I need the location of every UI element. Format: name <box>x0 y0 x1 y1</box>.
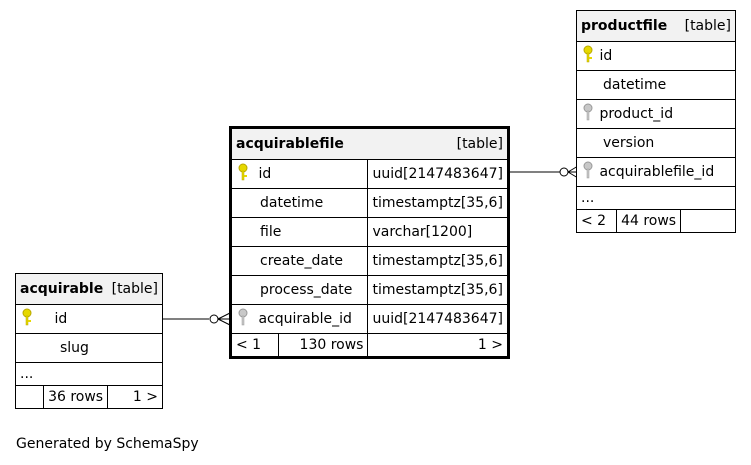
primary-key-icon <box>236 163 250 185</box>
foreign-key-icon <box>236 308 250 330</box>
column-name: version <box>603 135 655 151</box>
column-name: acquirablefile_id <box>599 164 715 180</box>
column-name: datetime <box>603 77 667 93</box>
column-type: timestamptz[35,6] <box>367 275 509 305</box>
column-name: acquirable_id <box>258 311 352 327</box>
column-row: datetime <box>576 70 736 100</box>
table-productfile: productfile [table] id datetime product_… <box>575 10 736 233</box>
column-name: id <box>258 166 272 182</box>
more-columns: ... <box>15 362 163 386</box>
foreign-key-icon <box>581 161 595 183</box>
children-count: 1 > <box>107 385 163 409</box>
column-row: id <box>576 41 736 71</box>
table-name: productfile <box>581 18 668 34</box>
primary-key-icon <box>581 45 595 67</box>
column-name: product_id <box>599 106 674 122</box>
column-name: file <box>260 224 282 240</box>
table-acquirable: acquirable [table] id slug ... 36 rows 1… <box>14 273 163 409</box>
generated-by-footer: Generated by SchemaSpy <box>16 436 199 452</box>
column-name: id <box>54 311 68 327</box>
column-row: slug <box>15 333 163 363</box>
column-row: id uuid[2147483647] <box>229 159 509 189</box>
edge-acquirablefile-acquirable <box>163 312 231 326</box>
column-type: timestamptz[35,6] <box>367 188 509 218</box>
column-name: datetime <box>260 195 324 211</box>
table-name: acquirablefile <box>236 136 344 152</box>
parents-count: < 1 <box>230 333 279 358</box>
column-name: id <box>599 48 613 64</box>
row-count: 44 rows <box>616 209 682 233</box>
row-count: 130 rows <box>277 333 369 358</box>
parents-count <box>14 385 45 409</box>
edge-productfile-acquirablefile <box>509 165 579 179</box>
column-name: slug <box>60 340 89 356</box>
column-type: uuid[2147483647] <box>367 304 509 334</box>
row-count: 36 rows <box>43 385 109 409</box>
column-row: process_date timestamptz[35,6] <box>229 275 509 305</box>
more-columns: ... <box>576 186 736 210</box>
parents-count: < 2 <box>575 209 618 233</box>
table-kind: [table] <box>684 18 731 34</box>
column-row: datetime timestamptz[35,6] <box>229 188 509 218</box>
column-name: process_date <box>260 282 353 298</box>
children-count: 1 > <box>367 333 509 358</box>
table-kind: [table] <box>456 136 503 152</box>
table-footer: 36 rows 1 > <box>14 385 163 409</box>
foreign-key-icon <box>581 103 595 125</box>
column-row: acquirablefile_id <box>576 157 736 187</box>
table-footer: < 2 44 rows <box>575 209 736 233</box>
primary-key-icon <box>20 308 34 330</box>
children-count <box>680 209 736 233</box>
column-row: id <box>15 304 163 334</box>
column-row: create_date timestamptz[35,6] <box>229 246 509 276</box>
table-acquirablefile: acquirablefile [table] id uuid[214748364… <box>229 126 510 359</box>
column-type: uuid[2147483647] <box>367 159 509 189</box>
column-name: create_date <box>260 253 344 269</box>
table-kind: [table] <box>111 281 158 297</box>
table-footer: < 1 130 rows 1 > <box>230 333 509 358</box>
column-row: product_id <box>576 99 736 129</box>
table-name: acquirable <box>20 281 104 297</box>
column-type: varchar[1200] <box>367 217 509 247</box>
column-row: acquirable_id uuid[2147483647] <box>229 304 509 334</box>
column-type: timestamptz[35,6] <box>367 246 509 276</box>
column-row: file varchar[1200] <box>229 217 509 247</box>
column-row: version <box>576 128 736 158</box>
